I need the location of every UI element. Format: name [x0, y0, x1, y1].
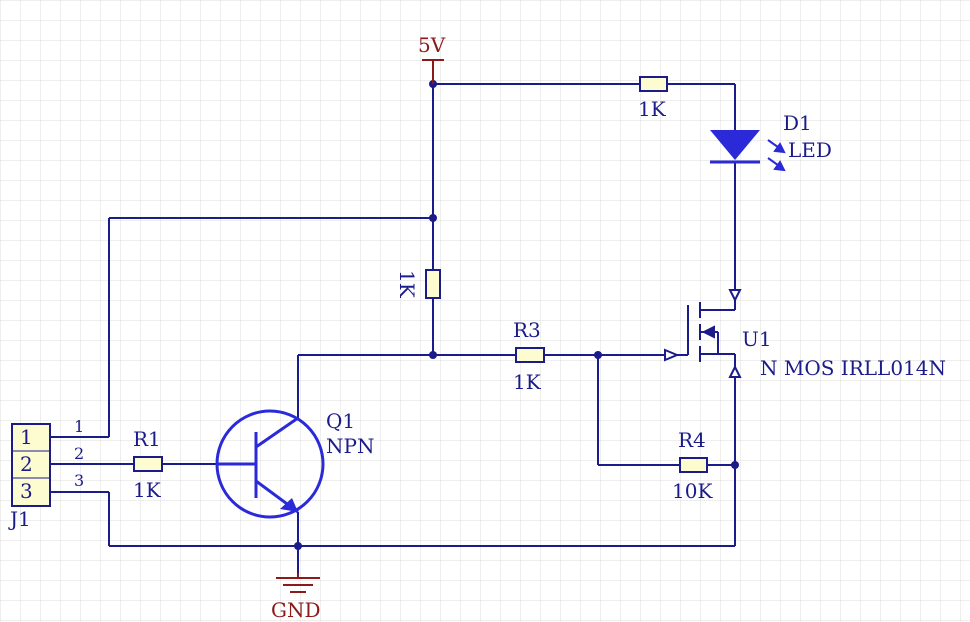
junction-pin1 — [429, 214, 437, 222]
r1-ref: R1 — [133, 427, 161, 451]
j1-pin-label-2: 2 — [74, 444, 84, 463]
junction-gate — [594, 351, 602, 359]
j1-pin-number-1: 1 — [20, 425, 33, 449]
junction-gnd — [294, 542, 302, 550]
r1-resistor[interactable] — [133, 456, 163, 472]
q1-transistor[interactable] — [215, 409, 325, 519]
d1-ref: D1 — [783, 111, 812, 135]
junction-source — [731, 461, 739, 469]
r3-ref: R3 — [513, 318, 541, 342]
j1-pin-label-3: 3 — [74, 471, 84, 490]
j1-pin-label-1: 1 — [74, 417, 84, 436]
vcc-label: 5V — [418, 33, 446, 57]
j1-connector[interactable]: 1 2 3 — [11, 423, 51, 507]
r4-value: 10K — [672, 479, 713, 503]
q1-value: NPN — [326, 434, 374, 458]
j1-pin-number-3: 3 — [20, 479, 33, 503]
u1-mosfet[interactable] — [664, 289, 742, 378]
r3-value: 1K — [513, 370, 542, 394]
u1-ref: U1 — [742, 327, 772, 351]
vcc-symbol — [422, 59, 444, 84]
pullup-resistor[interactable] — [425, 269, 441, 299]
u1-value: N MOS IRLL014N — [760, 356, 946, 380]
r1-value: 1K — [133, 478, 162, 502]
pullup-value: 1K — [395, 270, 419, 299]
junction-collector — [429, 351, 437, 359]
r4-resistor[interactable] — [679, 457, 708, 473]
r4-ref: R4 — [678, 428, 706, 452]
j1-ref: J1 — [8, 507, 31, 531]
d1-led[interactable] — [710, 130, 786, 172]
gnd-label: GND — [271, 598, 321, 622]
r3-resistor[interactable] — [515, 347, 545, 363]
q1-ref: Q1 — [326, 409, 355, 433]
d1-value: LED — [788, 138, 832, 162]
gnd-symbol — [276, 573, 320, 593]
light-emission-icon — [767, 139, 786, 172]
led-resistor[interactable] — [639, 76, 668, 92]
j1-pin-number-2: 2 — [20, 452, 33, 476]
led-resistor-value: 1K — [638, 97, 667, 121]
junctions — [294, 80, 739, 550]
